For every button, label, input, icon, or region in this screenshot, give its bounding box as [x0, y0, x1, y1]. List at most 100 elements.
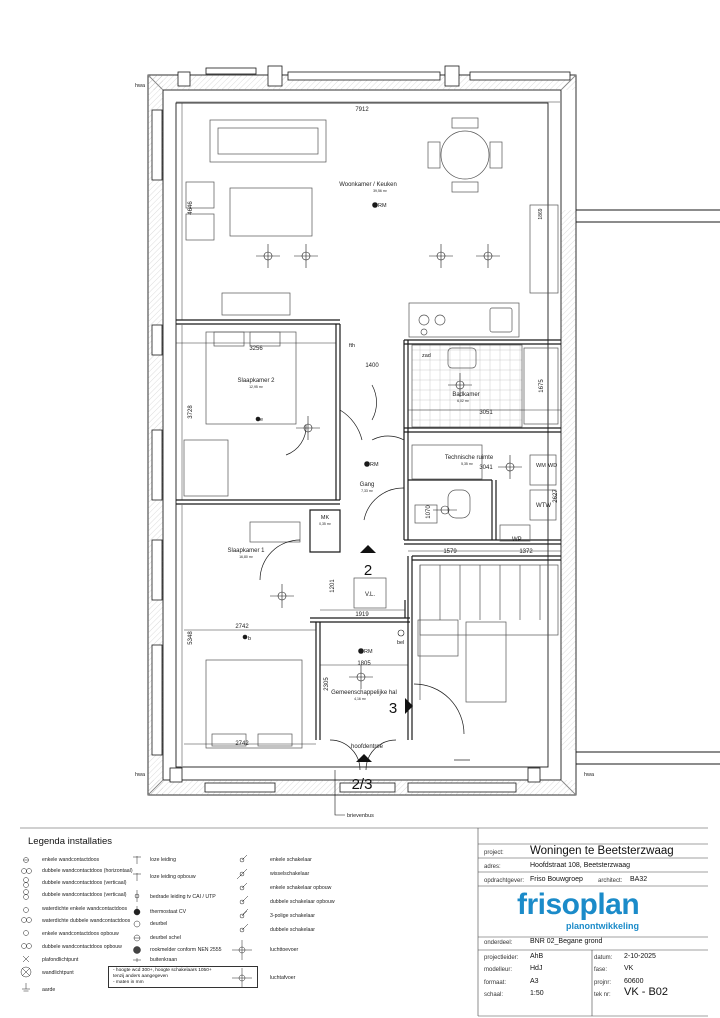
dim-1400: 1400 — [365, 363, 379, 369]
projnr-value: 60600 — [624, 978, 644, 985]
ceiling-light-icon — [22, 955, 30, 963]
label-wtw: WTW — [536, 503, 551, 509]
conduit-icon — [133, 856, 141, 864]
room-area-slaapkamer2: 12,95 m² — [249, 385, 264, 389]
legend-item: loze leiding opbouw — [150, 874, 196, 880]
note-line: - hoogte wcd 300+, hoogte schakelaars 10… — [113, 968, 212, 973]
label-b: b — [248, 636, 251, 642]
legend-item: dubbele wandcontactdoos (verticaal) — [42, 880, 127, 886]
legend-title: Legenda installaties — [28, 836, 112, 847]
frisoplan-logo: frisoplan — [517, 888, 640, 921]
dim-1579: 1579 — [443, 549, 457, 555]
label-hwa-right: hwa — [584, 772, 595, 778]
datum-label: datum: — [594, 955, 613, 961]
label-rm-gang: RM — [370, 462, 379, 468]
legend-item: buitenkraan — [150, 957, 178, 963]
architect-label: architect: — [598, 878, 623, 884]
label-vl: V.L. — [365, 592, 375, 598]
project-title: Woningen te Beetsterzwaag — [530, 845, 674, 857]
dim-2742-top: 2742 — [235, 624, 249, 630]
legend-item: deurbel — [150, 921, 168, 927]
switch-icon — [239, 908, 249, 919]
furniture — [183, 117, 559, 749]
legend-item: plafondlichtpunt — [42, 957, 79, 963]
modelleur-value: HdJ — [530, 965, 543, 972]
legend-item: luchtafvoer — [270, 975, 296, 981]
arrow-marker-2 — [360, 545, 376, 553]
section-marker-2: 2 — [364, 562, 372, 579]
legend-item: enkele wandcontactdoos — [42, 857, 100, 863]
dim-1869: 1869 — [538, 208, 544, 219]
dim-5348: 5348 — [188, 631, 194, 645]
dim-1201: 1201 — [330, 579, 336, 593]
bell-icon — [133, 934, 141, 942]
legend-item: waterdichte enkele wandcontactdoos — [42, 906, 128, 912]
formaat-value: A3 — [530, 978, 539, 985]
dim-2742-bottom: 2742 — [235, 741, 249, 747]
double-socket-icon — [21, 868, 32, 874]
label-wd: WD — [548, 463, 557, 469]
socket-icon — [23, 857, 29, 863]
onderdeel-value: BNR 02_Begane grond — [530, 938, 603, 945]
legend-item: thermostaat CV — [150, 909, 187, 915]
double-socket-icon — [23, 877, 29, 888]
interior-walls — [176, 319, 561, 740]
air-exhaust-icon — [232, 968, 252, 988]
thermostat-icon — [133, 906, 141, 916]
label-fth: fth — [349, 343, 355, 349]
schaal-label: schaal: — [484, 992, 504, 998]
legend-item: dubbele wandcontactdoos opbouw — [42, 944, 122, 950]
legend-notes: - hoogte wcd 300+, hoogte schakelaars 10… — [108, 966, 258, 988]
air-supply-icon — [232, 940, 252, 960]
windows — [151, 65, 571, 793]
opdrachtgever-label: opdrachtgever: — [484, 878, 525, 884]
fase-value: VK — [624, 965, 634, 972]
side-extension — [576, 209, 720, 765]
arrow-marker-2-3 — [356, 754, 372, 762]
dim-3256: 3256 — [249, 346, 263, 352]
wall-light-icon — [20, 966, 32, 978]
label-hwa-top: hwa — [135, 83, 146, 89]
legend-item: deurbel schel — [150, 935, 181, 941]
opdrachtgever-value: Friso Bouwgroep — [530, 876, 583, 883]
label-brievenbus: brievenbus — [347, 813, 374, 819]
legend-item: dubbele wandcontactdoos (verticaal) — [42, 892, 127, 898]
room-label-technische: Technische ruimte — [445, 455, 494, 461]
faucet-icon — [133, 958, 141, 962]
label-rm-woonkamer: RM — [378, 203, 387, 209]
legend-item: waterdichte dubbele wandcontactdoos — [42, 918, 131, 924]
data-icon — [134, 890, 140, 902]
label-zad: zad — [422, 353, 431, 359]
legend-item: wandlichtpunt — [42, 970, 74, 976]
dim-3728: 3728 — [188, 405, 194, 419]
label-hwa-bottom: hwa — [135, 772, 146, 778]
switch-icon — [236, 868, 248, 880]
adres-label: adres: — [484, 864, 501, 870]
smoke-detector-icon — [133, 946, 141, 954]
dim-2305: 2305 — [324, 677, 330, 691]
installation-symbols — [242, 202, 522, 689]
room-label-slaapkamer2: Slaapkamer 2 — [237, 378, 275, 384]
legend-item: aarde — [42, 987, 56, 993]
switch-icon — [239, 923, 249, 933]
label-wp: WP — [512, 537, 522, 543]
onderdeel-label: onderdeel: — [484, 940, 513, 946]
architect-value: BA32 — [630, 876, 648, 883]
label-e: e — [260, 417, 263, 423]
doors — [259, 384, 470, 771]
section-marker-2-3: 2/3 — [352, 776, 373, 793]
dim-2627: 2627 — [553, 489, 559, 503]
room-label-mk: MK — [321, 515, 330, 521]
room-area-technische: 5,35 m² — [461, 462, 474, 466]
legend-item: enkele schakelaar opbouw — [270, 885, 332, 891]
legend-item: wisselschakelaar — [270, 871, 310, 877]
legend-item: enkele wandcontactdoos opbouw — [42, 931, 119, 937]
arrow-marker-3 — [405, 698, 413, 714]
room-area-slaapkamer1: 16,80 m² — [239, 555, 254, 559]
teknr-label: tek nr: — [594, 992, 611, 998]
dim-1919: 1919 — [355, 612, 369, 618]
dim-1675: 1675 — [539, 379, 545, 393]
legend-item: luchttoevoer — [270, 947, 299, 953]
legend-item: dubbele schakelaar opbouw — [270, 899, 335, 905]
